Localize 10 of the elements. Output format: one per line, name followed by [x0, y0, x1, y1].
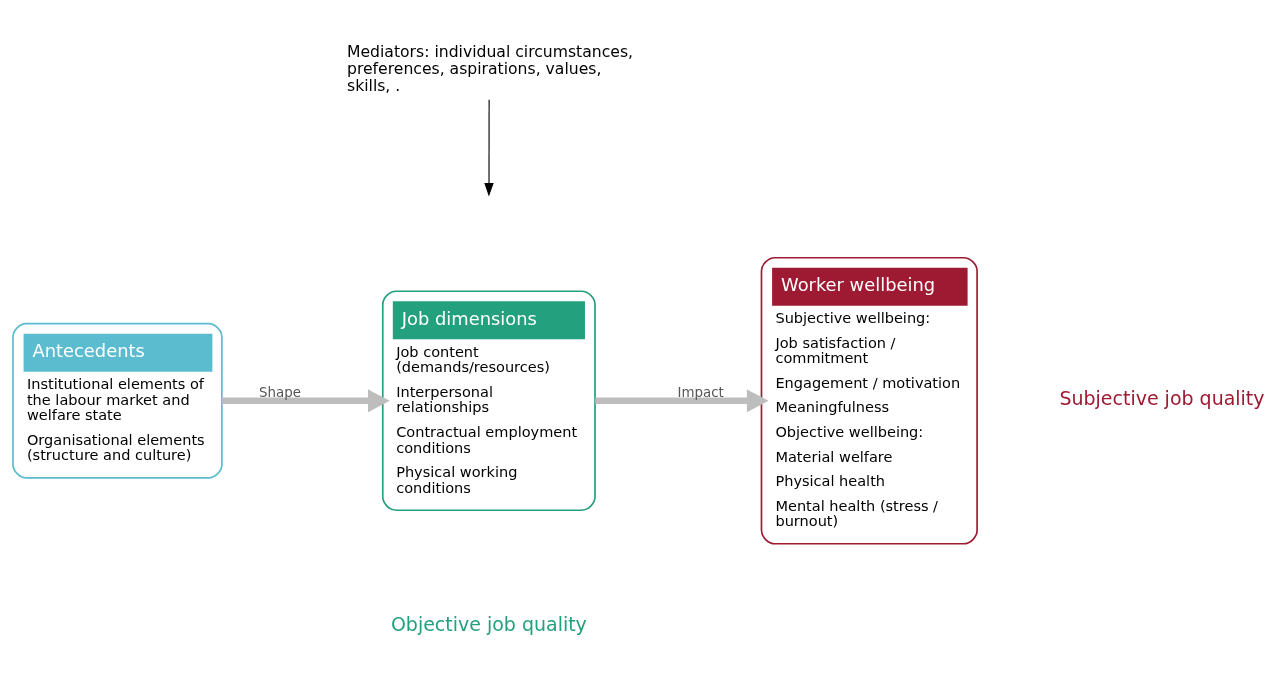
- label: Subjective job quality: [1059, 386, 1265, 409]
- node-box: Worker wellbeing Subjective wellbeing: Job satisfaction / commitment Engagement / motivation Meaningfulness Objective wellbeing: Material welfare Physical health Mental health (stress / burnout): [760, 256, 978, 545]
- edge-label: Impact: [677, 384, 724, 400]
- node-box: Job dimensions Job content (demands/resources) Interpersonal relationships Contractual employment conditions Physical working conditions: [381, 289, 596, 511]
- edge-label: Shape: [259, 384, 301, 400]
- arrow: [221, 388, 390, 412]
- arrow: [484, 98, 494, 196]
- node-box: Antecedents Institutional elements of the labour market and welfare state Organisational elements (structure and culture): [12, 322, 223, 479]
- node-text: Mediators: individual circumstances, preferences, aspirations, values, skills, .: [347, 41, 634, 95]
- label: Objective job quality: [390, 612, 587, 635]
